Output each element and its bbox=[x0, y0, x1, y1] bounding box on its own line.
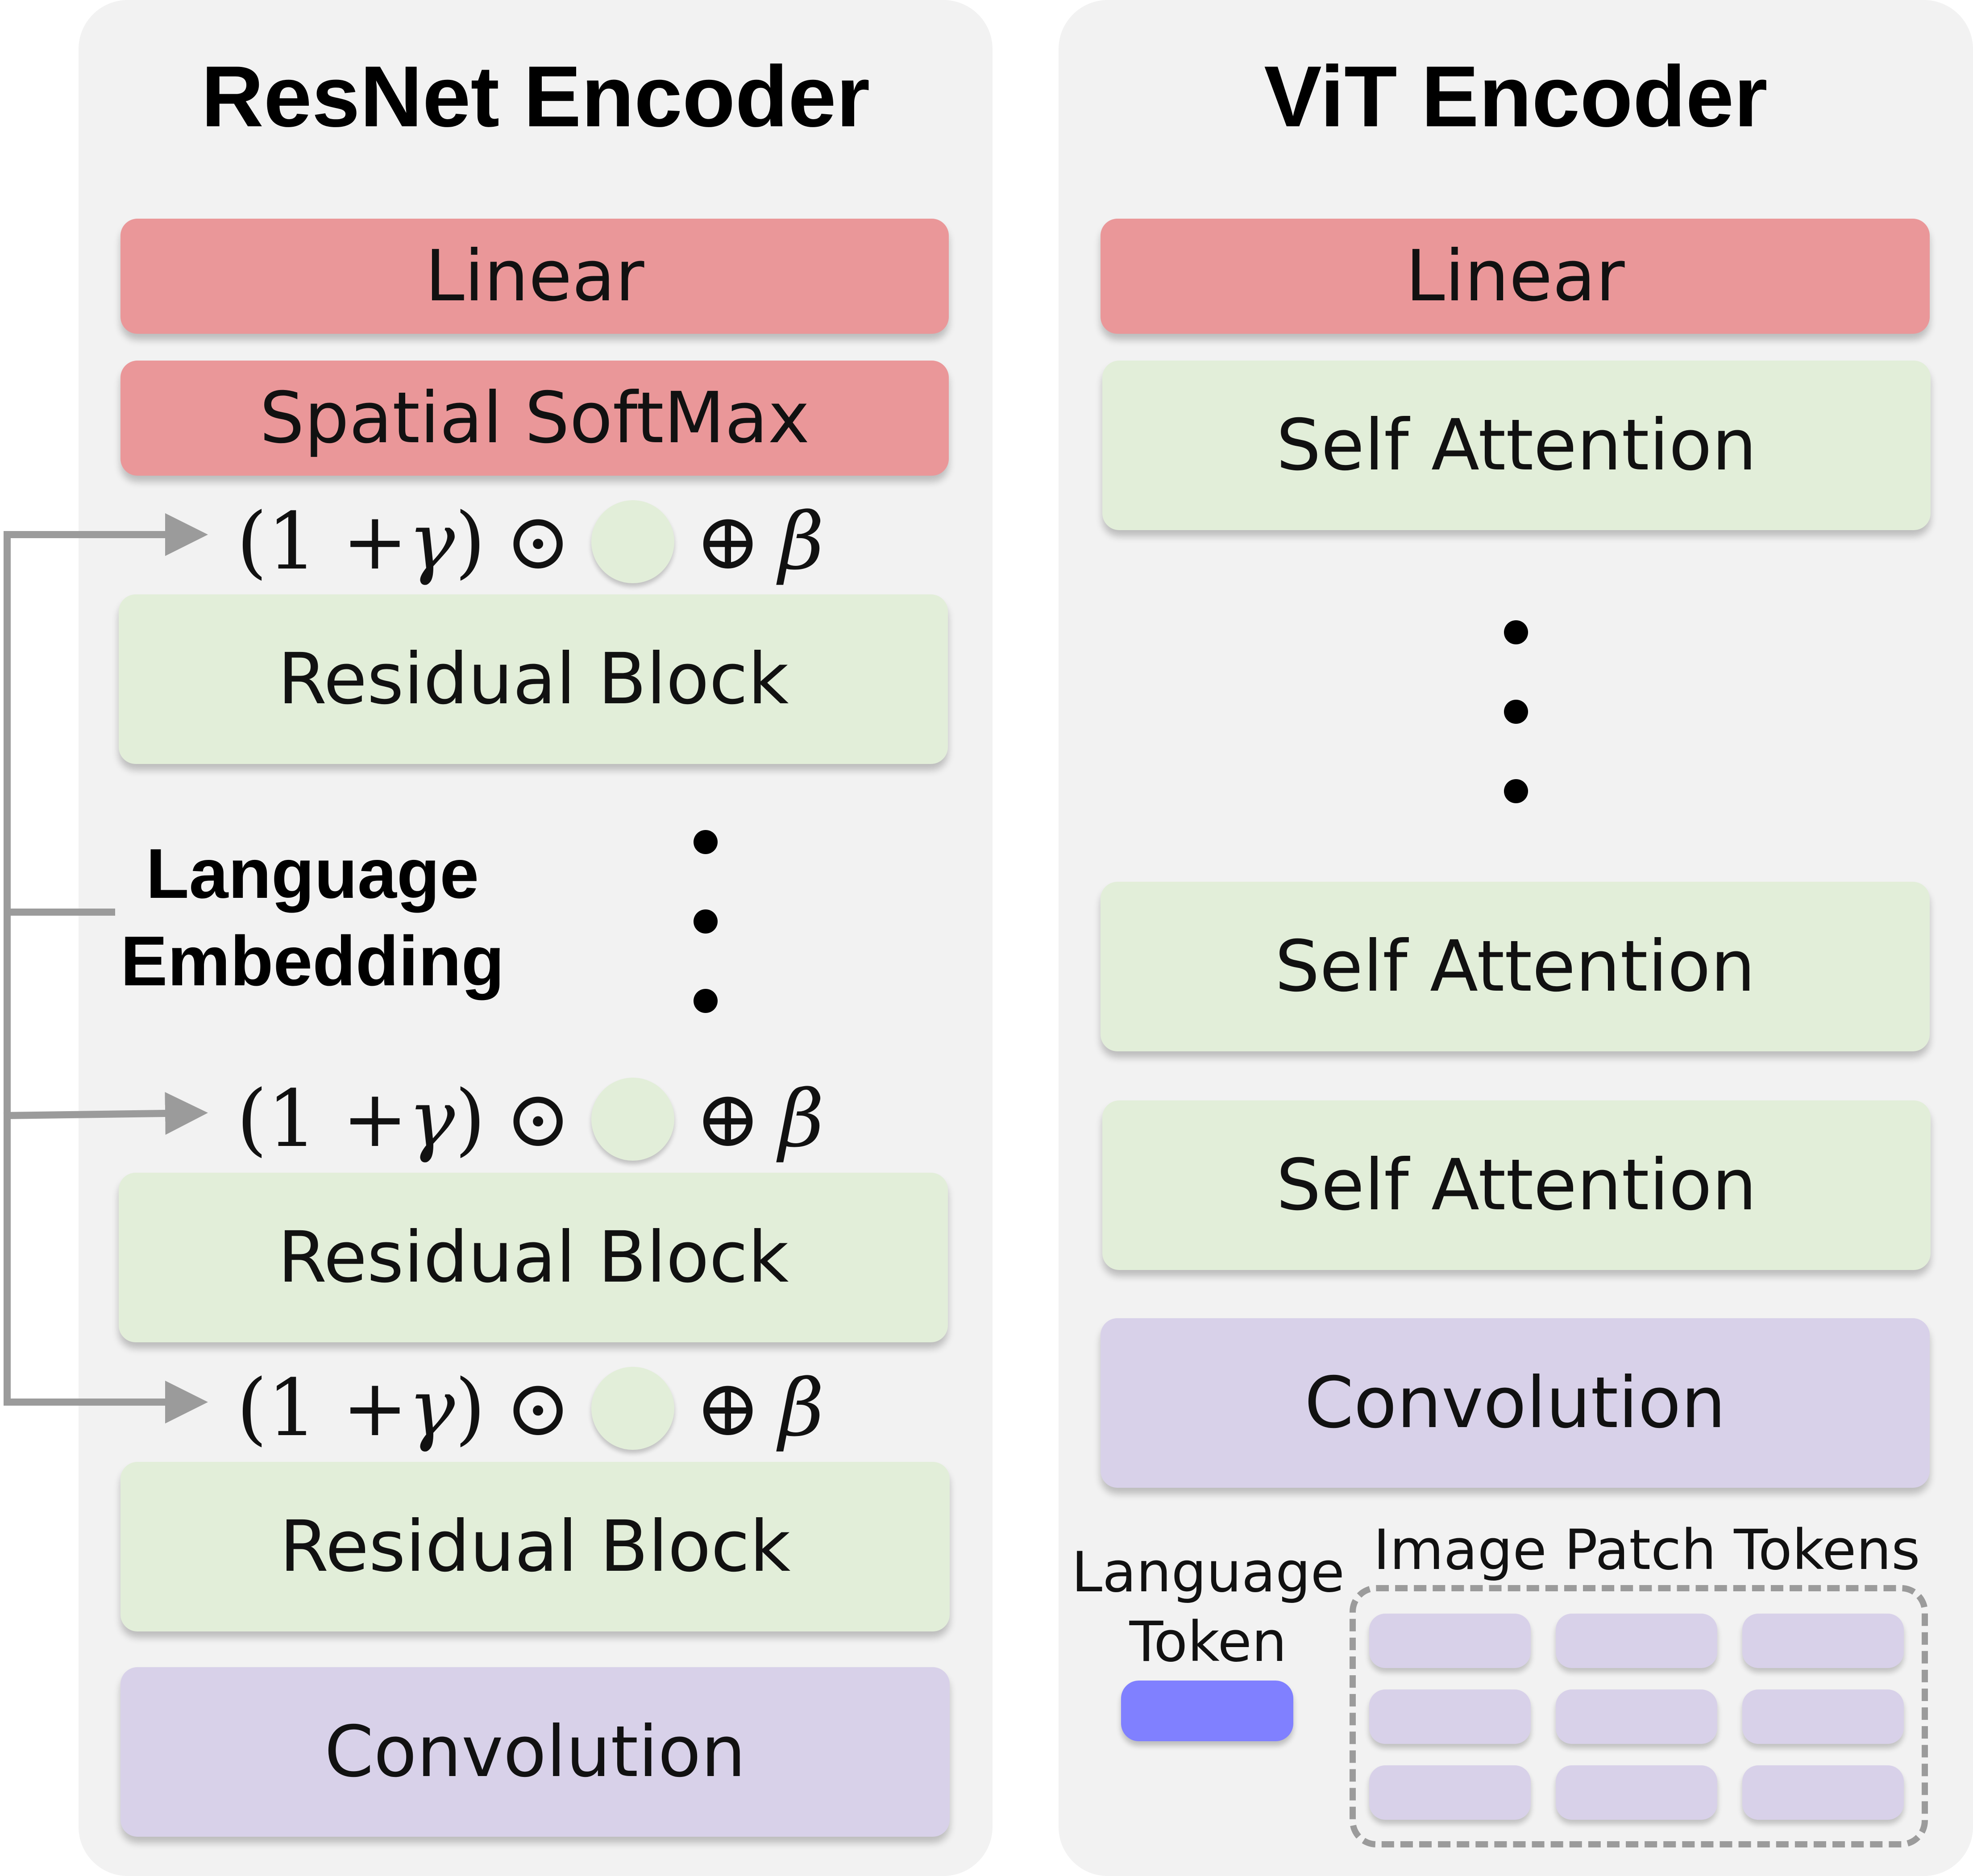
film-arrow bbox=[3, 1092, 208, 1135]
feature-map-circle bbox=[591, 1367, 675, 1450]
ellipsis-dot bbox=[694, 989, 718, 1013]
beta-symbol: β bbox=[778, 496, 824, 588]
formula-lhs: (1 + bbox=[237, 1362, 408, 1454]
language-embedding-label: Language Embedding bbox=[120, 830, 504, 1005]
hadamard-product-symbol: ⊙ bbox=[505, 496, 571, 588]
gamma-symbol: γ bbox=[408, 1073, 455, 1165]
image-patch-tokens-group bbox=[1350, 1585, 1928, 1847]
resnet-residual-block: Residual Block bbox=[119, 594, 948, 764]
beta-symbol: β bbox=[778, 1362, 824, 1454]
gamma-symbol: γ bbox=[408, 1362, 455, 1454]
plus-symbol: ⊕ bbox=[695, 1073, 761, 1165]
ellipsis-dot bbox=[694, 909, 718, 934]
vit-linear-block: Linear bbox=[1101, 219, 1930, 334]
vit-encoder-title: ViT Encoder bbox=[1264, 48, 1768, 145]
beta-symbol: β bbox=[778, 1073, 824, 1165]
film-modulation-formula: (1 + γ)⊙ ⊕β bbox=[237, 1064, 861, 1165]
plus-symbol: ⊕ bbox=[695, 496, 761, 588]
gamma-symbol: γ bbox=[408, 496, 455, 588]
vit-self-attention-block: Self Attention bbox=[1102, 1100, 1931, 1270]
language-embedding-line: Language bbox=[146, 834, 479, 913]
film-modulation-formula: (1 + γ)⊙ ⊕β bbox=[237, 486, 861, 587]
ellipsis-dot bbox=[1504, 620, 1528, 644]
vit-self-attention-block: Self Attention bbox=[1101, 882, 1930, 1051]
resnet-linear-block: Linear bbox=[120, 219, 949, 334]
ellipsis-dot bbox=[1504, 779, 1528, 803]
resnet-residual-block: Residual Block bbox=[120, 1462, 950, 1631]
formula-lhs: (1 + bbox=[237, 1073, 408, 1165]
language-embedding-line: Embedding bbox=[120, 922, 505, 1000]
image-patch-token bbox=[1556, 1614, 1717, 1668]
formula-lhs: (1 + bbox=[237, 496, 408, 588]
language-token-label: Language Token bbox=[1069, 1538, 1347, 1677]
image-patch-token bbox=[1742, 1689, 1904, 1744]
hadamard-product-symbol: ⊙ bbox=[505, 1362, 571, 1454]
image-patch-token bbox=[1742, 1765, 1904, 1820]
formula-rparen: ) bbox=[455, 496, 486, 588]
formula-rparen: ) bbox=[455, 1073, 486, 1165]
hadamard-product-symbol: ⊙ bbox=[505, 1073, 571, 1165]
formula-rparen: ) bbox=[455, 1362, 486, 1454]
feature-map-circle bbox=[591, 1078, 675, 1161]
vit-convolution-block: Convolution bbox=[1101, 1318, 1930, 1488]
language-token-line: Language bbox=[1072, 1540, 1345, 1605]
image-patch-token bbox=[1369, 1614, 1531, 1668]
plus-symbol: ⊕ bbox=[695, 1362, 761, 1454]
vit-self-attention-block: Self Attention bbox=[1102, 361, 1931, 530]
image-patch-token bbox=[1742, 1614, 1904, 1668]
film-modulation-formula: (1 + γ)⊙ ⊕β bbox=[237, 1353, 861, 1454]
image-patch-token bbox=[1369, 1689, 1531, 1744]
image-patch-token bbox=[1556, 1765, 1717, 1820]
image-patch-tokens-label: Image Patch Tokens bbox=[1373, 1518, 1920, 1582]
image-patch-token bbox=[1556, 1689, 1717, 1744]
resnet-spatial-softmax-block: Spatial SoftMax bbox=[120, 361, 949, 476]
resnet-encoder-title: ResNet Encoder bbox=[201, 48, 870, 145]
resnet-residual-block: Residual Block bbox=[119, 1173, 948, 1342]
ellipsis-dot bbox=[1504, 700, 1528, 724]
feature-map-circle bbox=[591, 500, 675, 584]
language-token-line: Token bbox=[1129, 1610, 1287, 1674]
resnet-convolution-block: Convolution bbox=[120, 1667, 950, 1837]
ellipsis-dot bbox=[694, 830, 718, 854]
image-patch-token bbox=[1369, 1765, 1531, 1820]
language-token-swatch bbox=[1121, 1681, 1293, 1741]
